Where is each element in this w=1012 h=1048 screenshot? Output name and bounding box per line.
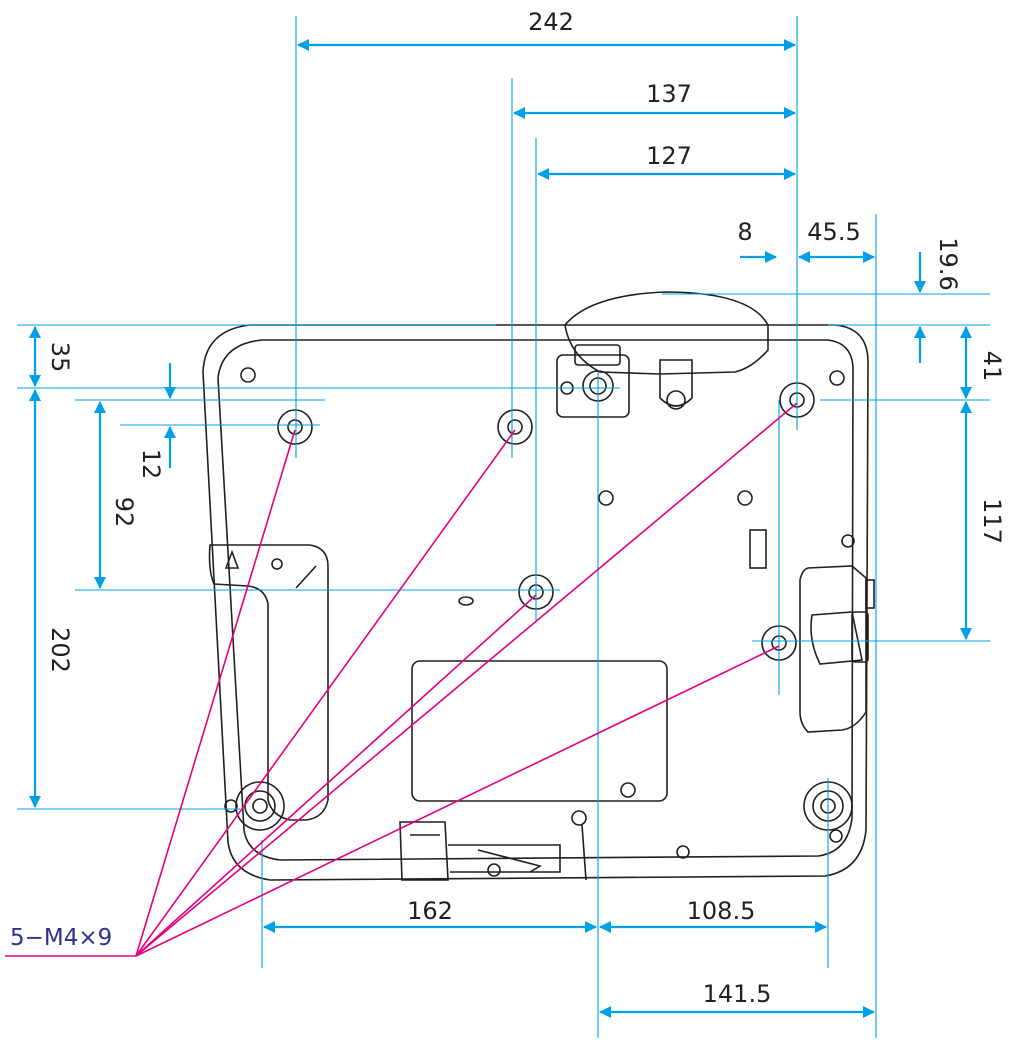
dim-label-242: 242 [528,8,574,36]
dim-label-19-6: 19.6 [934,237,962,290]
callout-leaders [5,402,798,957]
dim-label-137: 137 [646,80,692,108]
cable-cover-left [208,544,329,821]
dim-label-12: 12 [137,449,165,480]
outer-outline [202,324,869,881]
dim-label-41: 41 [978,351,1006,382]
side-panel-right [799,565,867,733]
rear-foot-block [399,821,449,881]
dim-label-92: 92 [110,497,138,528]
dimension-lines [29,39,972,1018]
dimension-labels: 242 137 127 8 45.5 19.6 41 117 35 12 92 … [46,8,1006,1008]
dim-label-202: 202 [46,627,74,673]
dim-label-45-5: 45.5 [807,218,860,246]
projector-body-outline [202,291,875,881]
dim-label-108-5: 108.5 [687,897,756,925]
latch [659,359,693,407]
screw-hole-1 [277,409,313,445]
dim-label-35: 35 [46,342,74,373]
screw-hole-2 [497,409,533,445]
lamp-cover [411,660,668,802]
dim-label-117: 117 [978,498,1006,544]
dim-label-127: 127 [646,142,692,170]
extension-lines [17,16,990,1038]
dim-label-8: 8 [737,218,752,246]
dim-label-162: 162 [407,897,453,925]
lens-cover [564,291,769,375]
front-foot-housing [556,354,630,418]
inner-outline [217,339,854,861]
screw-spec-callout: 5−M4×9 [10,925,112,951]
front-foot-clip [574,344,621,366]
dim-label-141-5: 141.5 [703,980,772,1008]
